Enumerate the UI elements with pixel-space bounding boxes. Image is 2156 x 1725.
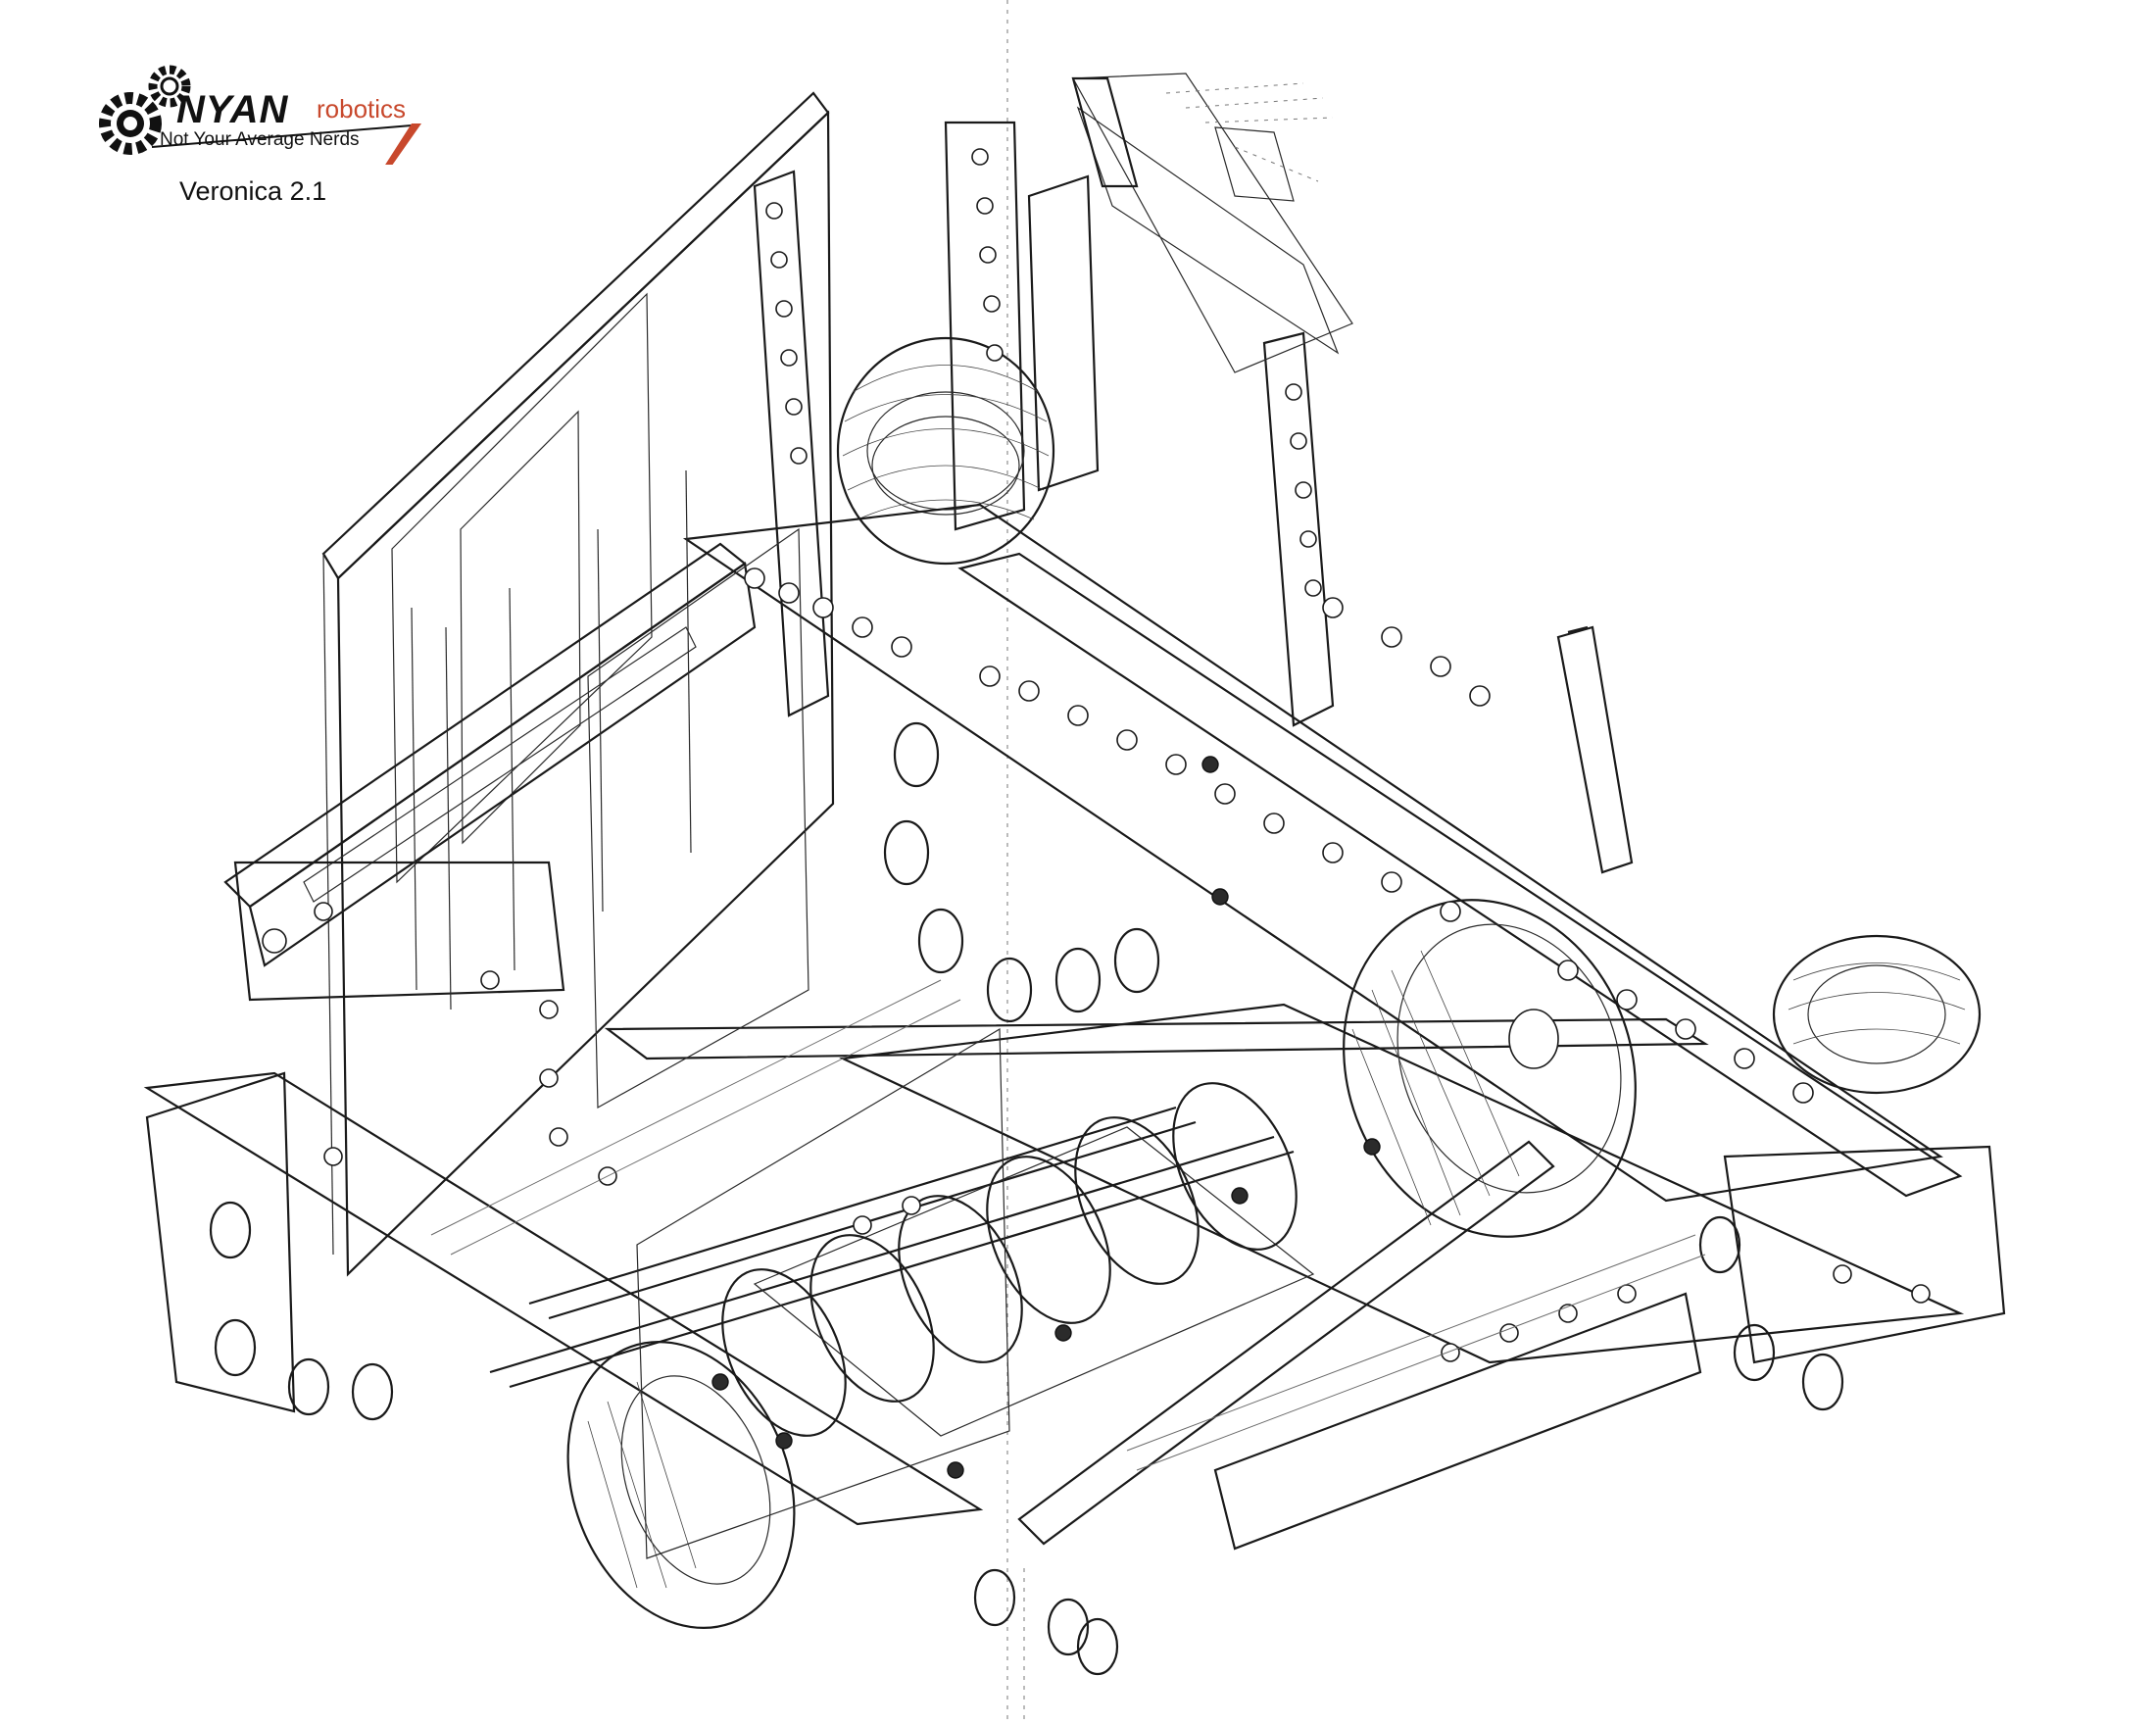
back-panel xyxy=(321,91,835,1277)
brand-sub: robotics xyxy=(317,94,407,123)
brand-mark: NYAN xyxy=(176,88,289,131)
drive-wheels xyxy=(566,899,1637,1629)
main-rails xyxy=(143,503,1965,1546)
detail-lines xyxy=(411,469,1706,1471)
plate-hole-rows xyxy=(765,148,1491,707)
model-name: Veronica 2.1 xyxy=(179,176,327,206)
team-logo: NYAN robotics Not Your Average Nerds Ver… xyxy=(93,57,446,214)
brand-tagline: Not Your Average Nerds xyxy=(160,129,360,150)
intake-roller xyxy=(721,1082,1315,1437)
arm-plates xyxy=(753,73,1634,874)
omni-rollers xyxy=(209,721,1844,1676)
gears-icon xyxy=(99,65,421,165)
right-mesh-wheel xyxy=(1772,934,1982,1095)
side-frames xyxy=(145,527,2006,1559)
sensor-cluster xyxy=(1071,76,1334,202)
